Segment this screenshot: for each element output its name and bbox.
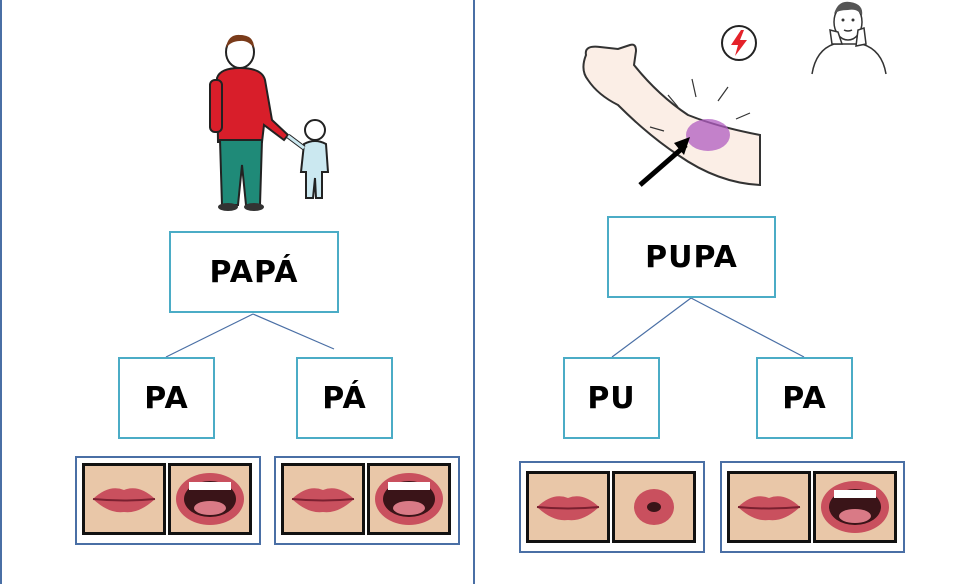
syllable-text: PU [587,380,636,416]
word-text: PAPÁ [209,254,299,290]
open-mouth-image [168,463,252,535]
left-border [0,0,2,584]
panel-divider [473,0,475,584]
syllable-text: PÁ [322,380,367,416]
rounded-lips-image [612,471,696,543]
closed-lips-image [526,471,610,543]
word-text: PUPA [645,239,738,275]
word-box-papa: PAPÁ [169,231,339,313]
syllable-box: PU [563,357,660,439]
word-box-pupa: PUPA [607,216,776,298]
pain-lightning-icon [721,25,757,61]
syllable-text: PA [144,380,189,416]
closed-lips-image [82,463,166,535]
sign-language-person-icon [811,1,887,75]
open-mouth-image [813,471,897,543]
syllable-box: PÁ [296,357,393,439]
mouth-frame [274,456,460,545]
syllable-text: PA [782,380,827,416]
open-mouth-image [367,463,451,535]
mouth-frame [720,461,905,553]
syllable-box: PA [118,357,215,439]
syllable-box: PA [756,357,853,439]
father-child-pictogram [209,34,330,211]
hurt-arm-pictogram [582,43,761,187]
mouth-frame [75,456,261,545]
closed-lips-image [281,463,365,535]
mouth-frame [519,461,705,553]
closed-lips-image [727,471,811,543]
